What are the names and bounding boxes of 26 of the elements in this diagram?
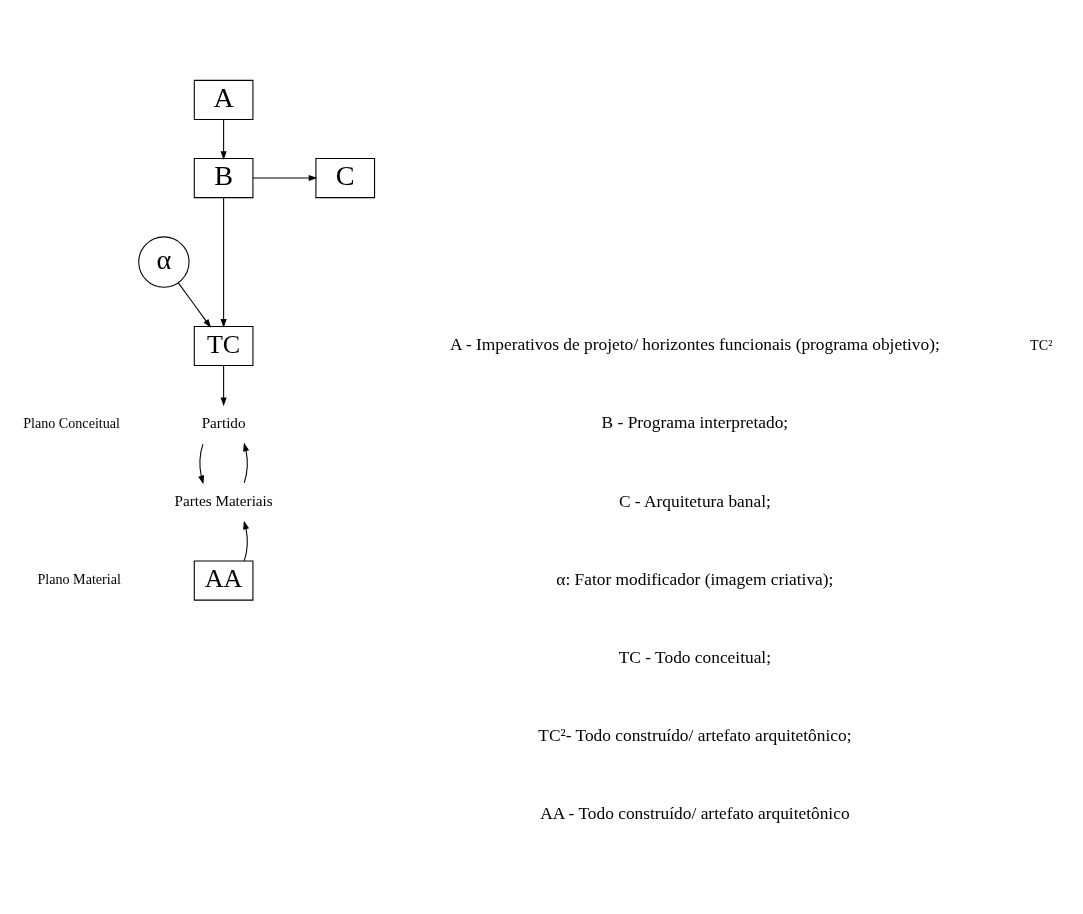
arrow	[220, 364, 227, 406]
arrow	[252, 174, 318, 181]
node-text: Partido	[201, 413, 246, 431]
node-text: Partes Materiais	[174, 491, 273, 509]
arrow	[177, 281, 212, 328]
node-box: B	[193, 157, 254, 198]
label: A - Imperativos de projeto/ horizontes funcionais (programa objetivo);	[449, 334, 940, 354]
label: C - Arquitetura banal;	[618, 491, 771, 511]
label: α: Fator modificador (imagem criativa);	[556, 569, 834, 589]
arrow	[198, 443, 205, 484]
node-box: AA	[193, 559, 254, 601]
arrow	[220, 118, 227, 160]
label: AA - Todo construído/ artefato arquitetônico	[540, 803, 850, 823]
label: TC²	[1030, 336, 1053, 353]
node-box: TC	[193, 325, 254, 366]
node-circle: α	[138, 235, 190, 288]
label: TC²- Todo construído/ artefato arquitetônico;	[538, 725, 852, 745]
arrow	[243, 520, 250, 561]
label: Plano Material	[37, 570, 121, 587]
label: Plano Conceitual	[23, 414, 120, 431]
arrow	[220, 196, 227, 328]
arrow	[243, 441, 250, 483]
node-box: C	[315, 157, 376, 198]
label: B - Programa interpretado;	[601, 412, 789, 432]
node-box: A	[193, 79, 254, 120]
label: TC - Todo conceitual;	[618, 647, 771, 667]
